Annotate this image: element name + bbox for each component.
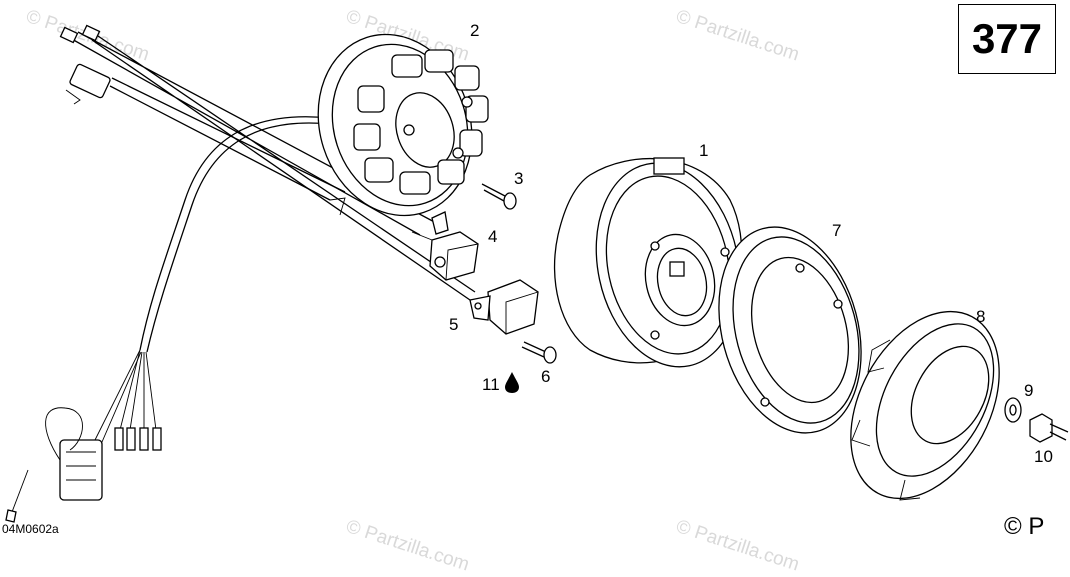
flywheel-bolt [1029,413,1069,443]
starter-cup [850,310,1000,501]
callout-8: 8 [976,307,985,326]
ring-gear [718,226,862,434]
callout-4: 4 [488,227,497,246]
drawing-code: 04M0602a [2,522,59,536]
callout-7: 7 [832,221,841,240]
stator-assembly [317,33,489,217]
copyright-mark: © P [1004,513,1045,540]
sensor [469,279,539,335]
flywheel [553,157,743,368]
callout-1: 1 [699,141,708,160]
stator-screw [481,183,517,210]
washer [1004,397,1022,423]
callout-10: 10 [1034,447,1053,466]
callout-2: 2 [470,21,479,40]
sensor-bolt [521,341,557,364]
magneto-exploded-diagram: 1 2 3 4 5 6 7 8 9 10 11 [5,21,1069,523]
callout-5: 5 [449,315,458,334]
callout-11: 11 [482,375,500,394]
wiring-harness [5,24,476,523]
drop-icon [505,372,519,393]
callout-6: 6 [541,367,550,386]
trigger-coil [411,211,479,281]
callout-3: 3 [514,169,523,188]
callout-9: 9 [1024,381,1033,400]
page-number: 377 [958,4,1056,74]
